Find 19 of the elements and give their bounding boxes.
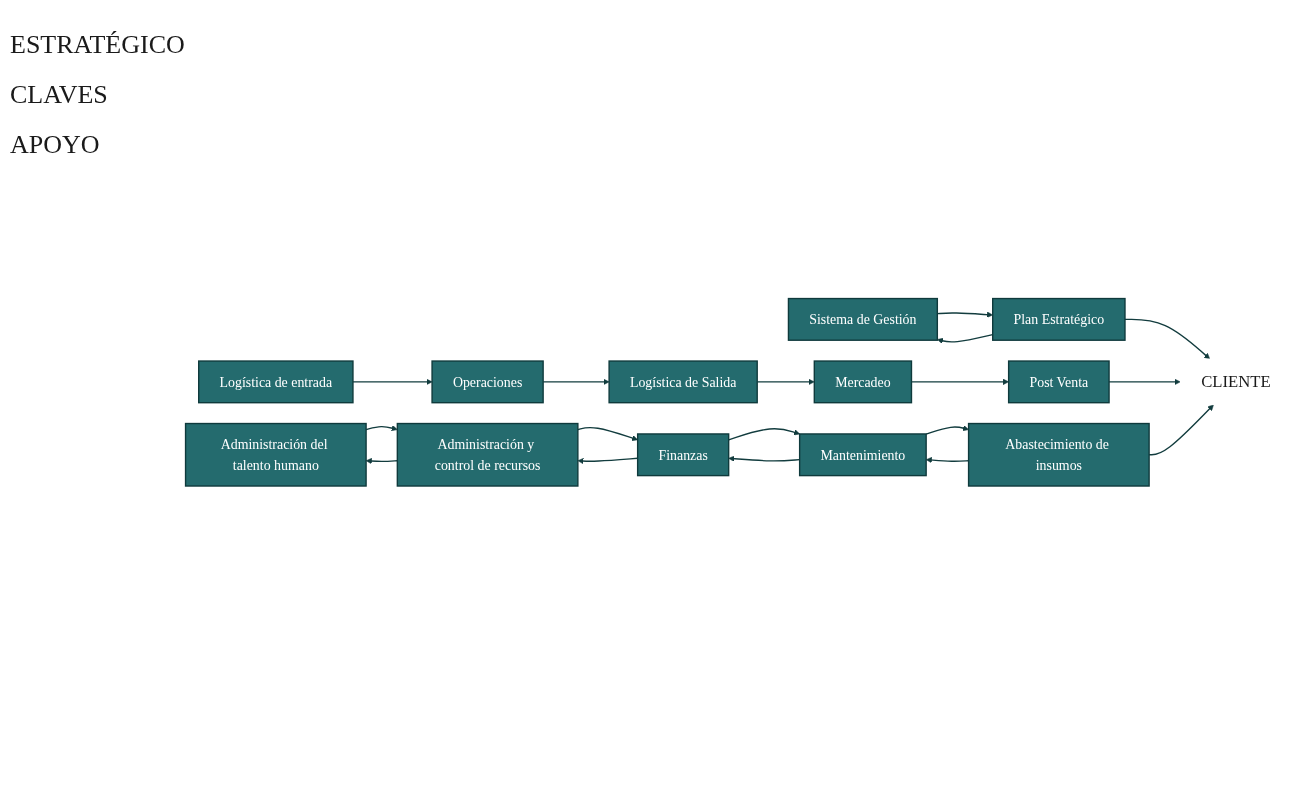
node-text: CLIENTE <box>1201 373 1271 392</box>
arrow <box>577 427 638 442</box>
node-box: Mantenimiento <box>798 433 927 477</box>
node-box: Logística de entrada <box>198 360 354 404</box>
node-box: Logística de Salida <box>608 360 758 404</box>
node-box: Administración del talento humano <box>184 423 367 487</box>
node-box: Finanzas <box>636 433 730 477</box>
node-box: Mercadeo <box>813 360 913 404</box>
node-box: Administración y control de recursos <box>396 423 579 487</box>
section-heading: APOYO <box>10 130 101 160</box>
arrow <box>925 425 969 435</box>
arrow <box>352 379 433 386</box>
node-box: Sistema de Gestión <box>787 298 939 342</box>
section-heading: CLAVES <box>10 80 109 110</box>
node-box: Operaciones <box>431 360 544 404</box>
node-box: Plan Estratégico <box>992 298 1126 342</box>
node-box: Post Venta <box>1007 360 1110 404</box>
arrow <box>1124 318 1211 360</box>
node-box: Abastecimiento de insumos <box>967 423 1150 487</box>
